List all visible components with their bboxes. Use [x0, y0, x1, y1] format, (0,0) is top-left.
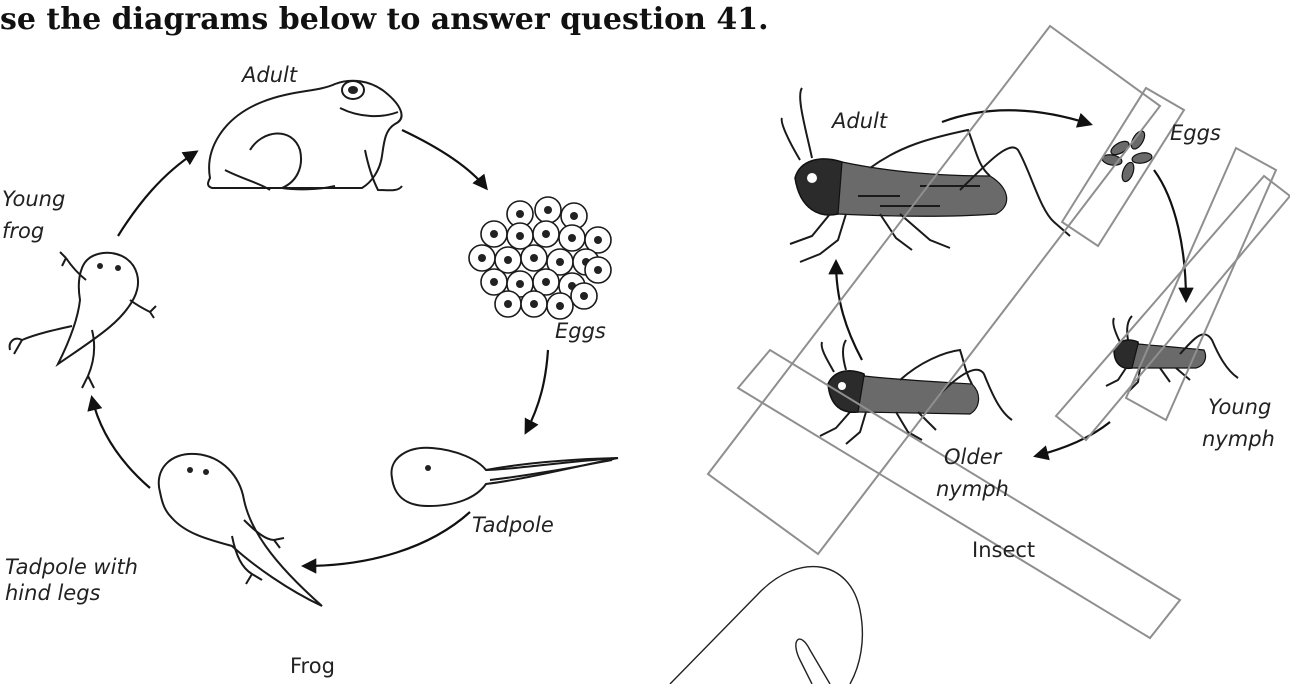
frog-label-young-frog-line1: Young	[2, 186, 65, 212]
frog-egg-yolk	[568, 234, 576, 242]
frog-egg-yolk	[490, 278, 498, 286]
frog-egg-yolk	[516, 232, 524, 240]
frog-caption: Frog	[290, 654, 335, 678]
frog-egg-yolk	[542, 230, 550, 238]
frog-egg-yolk	[490, 230, 498, 238]
frog-egg-yolk	[504, 256, 512, 264]
frog-label-young-frog-line2: frog	[2, 218, 44, 244]
frog-egg-yolk	[516, 280, 524, 288]
insect-arrow-adult-to-eggs	[942, 110, 1090, 124]
insect-eggs-drawing	[1101, 129, 1152, 183]
frog-arrow-tadpole-to-legs	[304, 512, 470, 566]
frog-egg-yolk	[516, 210, 524, 218]
frog-egg-yolk	[530, 254, 538, 262]
young-frog-drawing	[10, 252, 156, 388]
tadpole-drawing	[391, 448, 618, 506]
insect-label-older-nymph-line2: nymph	[936, 476, 1009, 502]
insect-label-older-nymph-line1: Older	[944, 444, 1001, 470]
frog-egg-yolk	[478, 254, 486, 262]
frog-egg-yolk	[570, 212, 578, 220]
frog-label-adult: Adult	[242, 62, 297, 88]
frog-egg-yolk	[594, 266, 602, 274]
older-nymph-drawing	[820, 340, 1012, 444]
frog-egg-yolk	[530, 300, 538, 308]
tadpole-with-hind-legs-drawing	[159, 454, 322, 606]
frog-label-tadpole-legs-line2: hind legs	[5, 580, 100, 606]
frog-egg-yolk	[556, 258, 564, 266]
frog-eggs-drawing	[469, 197, 611, 319]
insect-label-young-nymph-line1: Young	[1208, 394, 1271, 420]
frog-arrow-young-to-adult	[118, 152, 196, 236]
frog-label-tadpole-legs-line1: Tadpole with	[5, 554, 138, 580]
frog-egg-yolk	[544, 206, 552, 214]
frog-arrow-adult-to-eggs	[402, 130, 486, 188]
insect-label-eggs: Eggs	[1170, 120, 1221, 146]
frog-arrow-eggs-to-tadpole	[526, 350, 548, 432]
frog-egg-yolk	[580, 292, 588, 300]
adult-frog-drawing	[208, 81, 402, 191]
young-nymph-drawing	[1106, 316, 1238, 392]
frog-egg-yolk	[594, 236, 602, 244]
insect-caption: Insect	[972, 538, 1035, 562]
insect-arrow-young-to-older	[1036, 422, 1110, 456]
frog-arrow-legs-to-young	[92, 398, 150, 488]
frog-egg-yolk	[504, 300, 512, 308]
insect-label-adult: Adult	[832, 108, 887, 134]
frog-label-eggs: Eggs	[555, 318, 606, 344]
insect-arrow-eggs-to-young	[1154, 170, 1186, 300]
frog-egg-yolk	[556, 302, 564, 310]
frog-egg-yolk	[542, 278, 550, 286]
frog-label-tadpole: Tadpole	[472, 512, 554, 538]
adult-grasshopper-drawing	[782, 88, 1070, 262]
insect-label-young-nymph-line2: nymph	[1202, 426, 1275, 452]
